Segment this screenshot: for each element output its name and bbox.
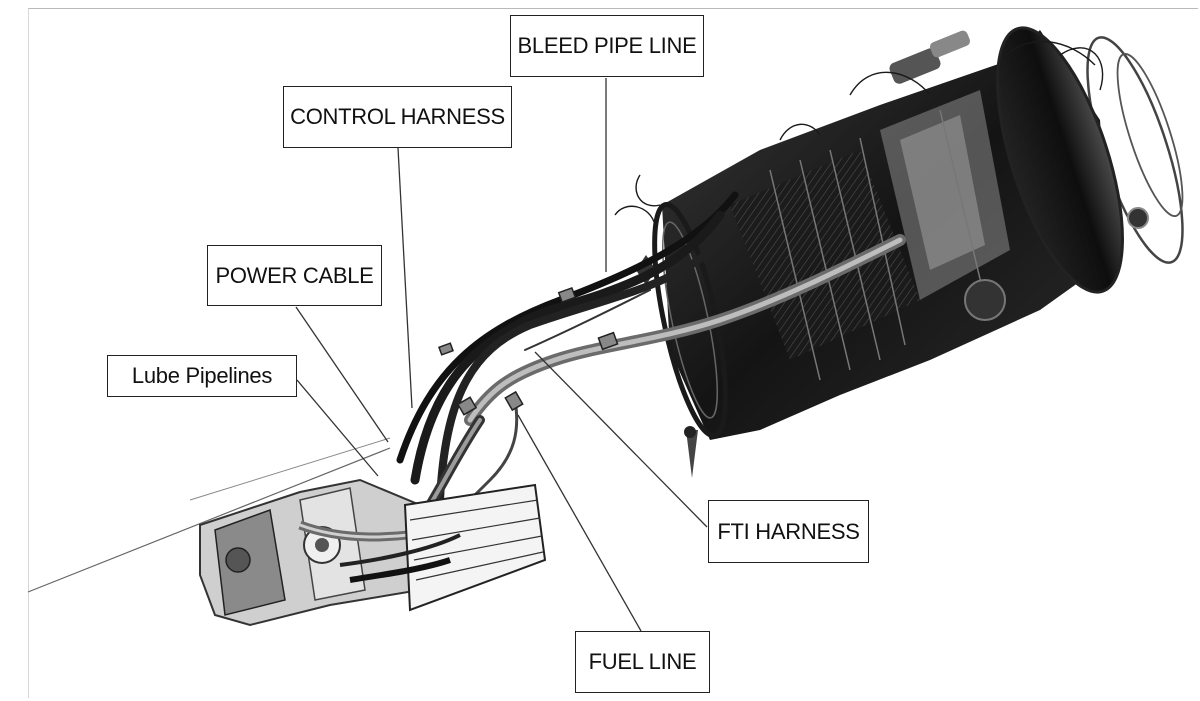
label-power-cable: POWER CABLE [207, 245, 382, 306]
label-text: Lube Pipelines [131, 363, 273, 388]
label-fuel-line: FUEL LINE [575, 631, 710, 693]
label-text: BLEED PIPE LINE [517, 33, 697, 58]
leader-lines [295, 78, 708, 632]
label-bleed-pipe-line: BLEED PIPE LINE [510, 15, 704, 77]
label-control-harness: CONTROL HARNESS [283, 86, 512, 148]
engine-core [614, 26, 1184, 478]
reference-line [27, 437, 391, 593]
label-text: FUEL LINE [588, 649, 697, 674]
label-lube-pipelines: Lube Pipelines [107, 355, 297, 397]
label-text: CONTROL HARNESS [290, 104, 505, 129]
label-fti-harness: FTI HARNESS [708, 500, 869, 563]
accessory-gearbox [199, 478, 547, 627]
pipes-and-cables [396, 191, 906, 547]
label-text: FTI HARNESS [717, 518, 860, 544]
label-text: POWER CABLE [215, 262, 374, 288]
